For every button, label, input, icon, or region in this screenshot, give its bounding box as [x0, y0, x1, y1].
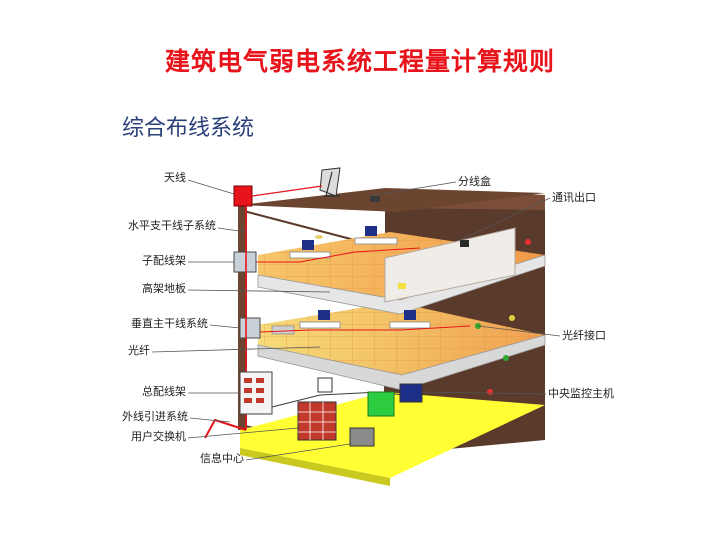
lower-switch: [271, 325, 295, 335]
partition-light: [398, 283, 406, 289]
upper-desk-1: [289, 251, 331, 259]
label-sub-distribution-frame: 子配线架: [142, 254, 186, 267]
partition-panel: [384, 227, 516, 303]
main-distribution-frame: [239, 371, 273, 415]
ceiling-device: [370, 196, 380, 202]
label-communication-outlet: 通讯出口: [552, 191, 596, 204]
upper-desk-2: [354, 237, 398, 245]
page-title: 建筑电气弱电系统工程量计算规则: [164, 47, 555, 76]
label-external-lead-in: 外线引进系统: [122, 410, 188, 423]
sub-distribution-frame-lower: [239, 317, 261, 339]
label-optical-fiber: 光纤: [128, 344, 150, 357]
label-pbx: 用户交换机: [131, 430, 186, 443]
ground-floor-edge: [240, 448, 390, 486]
central-monitor-screen: [399, 383, 423, 403]
diagram-subtitle: 综合布线系统: [122, 116, 255, 141]
label-main-distribution-frame: 总配线架: [142, 385, 186, 398]
lower-outlet-3: [503, 355, 509, 361]
lower-outlet-2: [509, 315, 515, 321]
info-center-terminal: [349, 427, 375, 447]
label-antenna: 天线: [164, 171, 186, 184]
lower-desk-2: [389, 321, 431, 329]
lower-floor-grid: [258, 302, 545, 375]
sub-distribution-frame-upper: [233, 251, 257, 273]
satellite-dish: [319, 167, 341, 197]
lower-desk-1: [299, 321, 341, 329]
lower-monitor-1: [318, 310, 330, 320]
label-central-monitor-host: 中央监控主机: [548, 387, 614, 400]
label-vertical-backbone: 垂直主干线系统: [131, 317, 208, 330]
upper-outlet-2: [525, 239, 531, 245]
upper-pc: [460, 240, 469, 247]
antenna-cable: [251, 185, 323, 197]
pbx-switch: [297, 401, 337, 441]
label-info-center: 信息中心: [200, 452, 244, 465]
ground-data-cable: [259, 391, 411, 411]
label-fiber-interface: 光纤接口: [562, 329, 606, 342]
lower-floor-slab: [257, 334, 546, 391]
label-horizontal-subsystem: 水平支干线子系统: [128, 219, 216, 232]
ground-cable: [204, 418, 247, 439]
roof-edge: [240, 188, 545, 212]
right-leader-lines: [369, 181, 561, 395]
upper-floor-slab: [257, 254, 546, 315]
ground-panel: [317, 377, 333, 393]
left-leader-lines: [151, 179, 351, 461]
label-raised-floor: 高架地板: [142, 282, 186, 295]
label-junction-box: 分线盒: [458, 175, 491, 188]
lower-horizontal-cable: [259, 325, 471, 333]
ground-outlet: [487, 389, 493, 395]
lower-monitor-2: [404, 310, 416, 320]
central-monitor-cube: [367, 391, 395, 417]
antenna-box: [233, 185, 253, 207]
upper-horizontal-cable: [256, 247, 421, 263]
upper-monitor-1: [302, 240, 314, 250]
upper-outlet: [315, 235, 323, 239]
upper-monitor-2: [365, 226, 377, 236]
